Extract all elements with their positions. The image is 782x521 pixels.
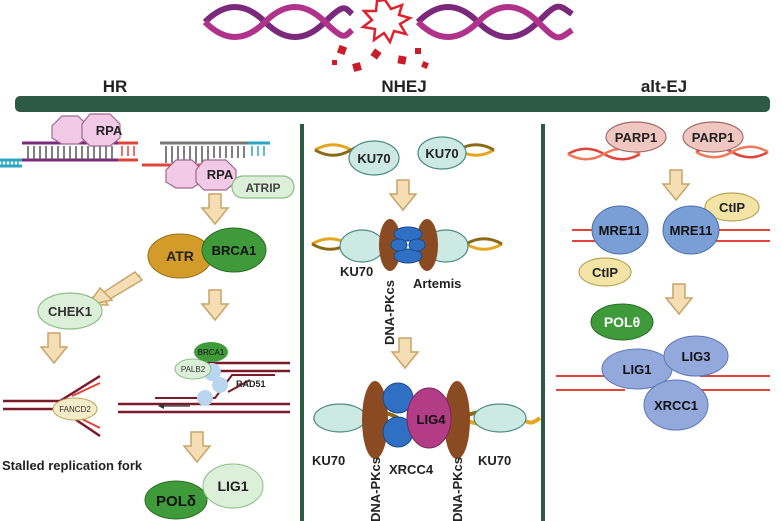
ku70-label-a: KU70 — [357, 151, 390, 166]
xrcc1-label: XRCC1 — [654, 398, 698, 413]
ku70-label-c: KU70 — [340, 264, 373, 279]
nhej-header: NHEJ — [381, 77, 426, 96]
parp1-label-b: PARP1 — [692, 130, 734, 145]
arrow-hr-3 — [40, 332, 68, 364]
lig1-label: LIG1 — [623, 362, 652, 377]
brca1-small-label: BRCA1 — [198, 348, 225, 357]
fragment — [415, 48, 421, 54]
artemis-protein — [393, 226, 423, 242]
altej-panel: PARP1 PARP1 CtIP MRE11 MRE11 CtIP POLθ — [556, 121, 770, 431]
atrip-protein — [231, 175, 295, 199]
rad51-label: RAD51 — [236, 379, 266, 389]
fancd2-label: FANCD2 — [59, 405, 91, 414]
parp1-label-a: PARP1 — [615, 130, 657, 145]
top-dna-break — [202, 0, 574, 72]
fancd2-protein — [52, 397, 98, 421]
artemis-protein — [408, 238, 426, 252]
arrow-altej-1 — [662, 169, 690, 201]
lig1-protein — [202, 463, 264, 509]
parp1-protein — [682, 121, 744, 153]
poltheta-protein — [590, 303, 654, 341]
dnapkcs-right-label: DNA-PKcs — [450, 457, 465, 521]
artemis-protein — [390, 238, 408, 252]
dnapkcs-vertical-label: DNA-PKcs — [382, 280, 397, 345]
fragment — [336, 44, 348, 56]
fragment — [370, 48, 382, 60]
mre11-label-a: MRE11 — [599, 223, 642, 238]
ku70-protein — [417, 136, 467, 170]
dnapkcs-protein — [444, 381, 470, 459]
artemis-protein — [393, 248, 423, 264]
ku70-label-e: KU70 — [478, 453, 511, 468]
parp1-protein — [605, 121, 667, 153]
brca1-protein — [201, 227, 267, 273]
palb2-protein — [174, 358, 212, 380]
lig1-label: LIG1 — [217, 478, 248, 494]
rad51-filament — [197, 390, 213, 406]
rad51-filament — [212, 377, 228, 393]
brca1-label: BRCA1 — [212, 243, 257, 258]
rpa-octagon — [51, 115, 89, 145]
break-starburst — [359, 0, 414, 45]
fragment — [352, 62, 362, 72]
hr-panel: RPA RPA ATRIP ATR BRCA1 CHEK1 — [0, 113, 295, 520]
chek1-label: CHEK1 — [48, 304, 92, 319]
altej-header: alt-EJ — [641, 77, 687, 96]
ctip-protein — [578, 257, 632, 287]
ctip-label-a: CtIP — [719, 200, 745, 215]
lig3-label: LIG3 — [682, 349, 711, 364]
rpa-octagon — [195, 159, 237, 191]
mre11-protein — [591, 205, 649, 255]
pathway-bar — [15, 96, 770, 112]
brca1-small-protein — [194, 342, 228, 362]
hr-header: HR — [103, 77, 128, 96]
chek1-protein — [37, 292, 103, 330]
ctip-protein — [704, 192, 760, 222]
ku70-protein — [473, 403, 527, 433]
rpa-octagon — [81, 113, 121, 147]
rpa-label-1: RPA — [96, 123, 123, 138]
artemis-label: Artemis — [413, 276, 461, 291]
lig4-protein — [406, 387, 452, 449]
arrow-hr-2 — [201, 289, 229, 321]
poltheta-label: POLθ — [604, 314, 640, 330]
atr-label: ATR — [166, 248, 194, 264]
lig3-protein — [663, 335, 729, 377]
fragment — [332, 60, 337, 65]
lig4-label: LIG4 — [417, 412, 447, 427]
pold-protein — [144, 480, 208, 520]
ku70-protein — [339, 229, 385, 263]
fragment — [397, 55, 407, 65]
ku70-label-b: KU70 — [425, 146, 458, 161]
nhej-panel: KU70 KU70 KU70 Artemis DNA-PKcs — [311, 136, 542, 521]
arrow-altej-2 — [665, 283, 693, 315]
atrip-label: ATRIP — [245, 181, 280, 195]
ku70-protein — [313, 403, 367, 433]
ssdna-left — [0, 141, 138, 168]
arrow-nhej-1 — [389, 179, 417, 211]
altej-dna-top — [567, 145, 769, 161]
nhej-dna-top — [314, 143, 495, 157]
rpa-label-2: RPA — [207, 167, 234, 182]
mre11-label-b: MRE11 — [670, 223, 713, 238]
rpa-octagon — [165, 159, 203, 189]
palb2-label: PALB2 — [181, 365, 206, 374]
ssdna-right — [142, 141, 270, 167]
altej-dna-bottom — [556, 375, 770, 391]
xrcc4-label: XRCC4 — [389, 462, 434, 477]
stalled-fork-label: Stalled replication fork — [2, 458, 143, 473]
arrow-hr-4 — [183, 431, 211, 463]
arrow-hr-1 — [201, 193, 229, 225]
ctip-label-b: CtIP — [592, 265, 618, 280]
dnapkcs-protein — [362, 381, 388, 459]
dnapkcs-left-label: DNA-PKcs — [368, 457, 383, 521]
ku70-label-d: KU70 — [312, 453, 345, 468]
mre11-protein — [662, 205, 720, 255]
pold-label: POLδ — [156, 493, 196, 510]
ku70-protein — [348, 140, 400, 176]
fragment — [421, 61, 429, 69]
xrcc1-protein — [643, 379, 709, 431]
